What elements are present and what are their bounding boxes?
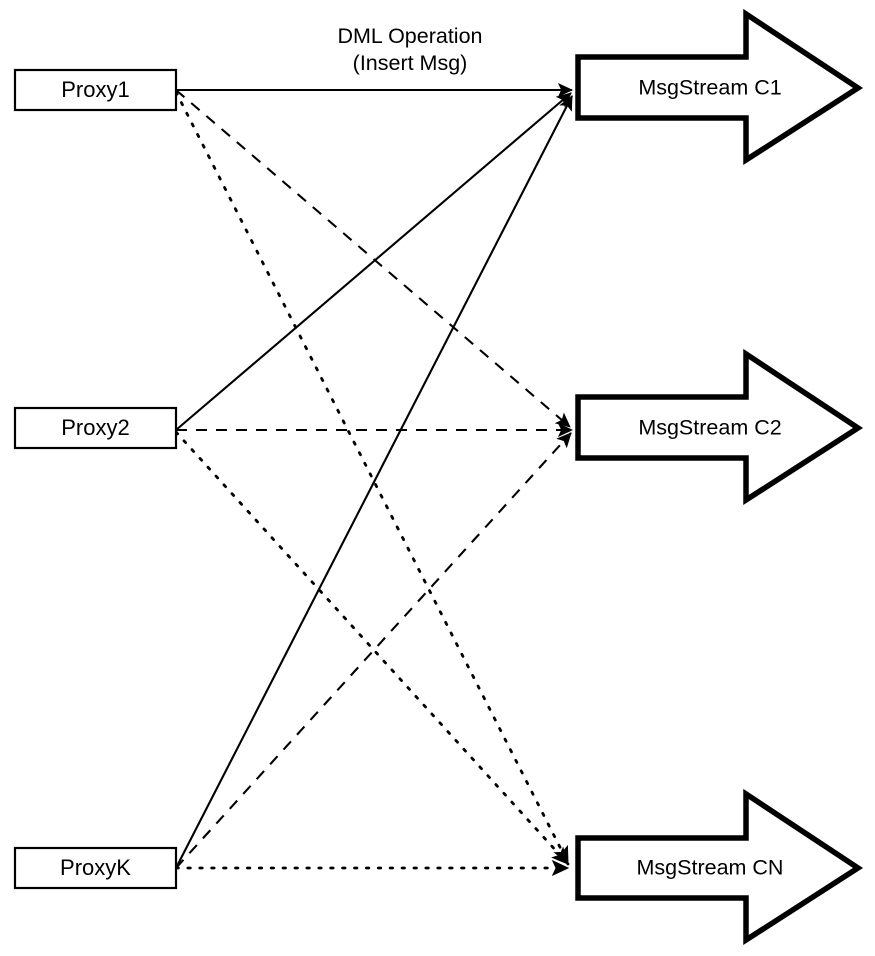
edge-layer xyxy=(174,82,574,877)
proxy1-label: Proxy1 xyxy=(61,77,129,102)
stream-c2-arrow-shape[interactable] xyxy=(575,348,864,506)
proxy2-box[interactable] xyxy=(13,406,178,450)
edge-proxy2-to-stream-c1[interactable] xyxy=(175,92,572,431)
stream-c1-arrow-shape[interactable] xyxy=(575,8,864,166)
proxy1-box[interactable] xyxy=(13,68,178,112)
stream-node-c1[interactable]: MsgStream C1 xyxy=(575,8,864,166)
stream-cn-label: MsgStream CN xyxy=(637,856,784,880)
stream-c2-label: MsgStream C2 xyxy=(638,416,781,440)
stream-c1-label: MsgStream C1 xyxy=(638,76,781,100)
proxyk-label: ProxyK xyxy=(60,855,131,880)
dml-operation-label-line2: (Insert Msg) xyxy=(353,51,468,75)
stream-node-c2[interactable]: MsgStream C2 xyxy=(575,348,864,506)
edge-proxyk-to-stream-c1[interactable] xyxy=(175,95,573,869)
edge-proxyk-to-stream-c2[interactable] xyxy=(175,432,572,869)
proxy-node-proxy1[interactable]: Proxy1 xyxy=(13,68,178,112)
proxy-node-proxy2[interactable]: Proxy2 xyxy=(13,406,178,450)
edge-proxy2-to-stream-cn[interactable] xyxy=(174,430,570,866)
edge-proxy1-to-stream-cn[interactable] xyxy=(174,90,570,865)
stream-cn-arrow-shape[interactable] xyxy=(575,788,864,946)
stream-node-cn[interactable]: MsgStream CN xyxy=(575,788,864,946)
proxy2-label: Proxy2 xyxy=(61,415,129,440)
proxy-node-proxyk[interactable]: ProxyK xyxy=(13,846,178,890)
dml-operation-label: DML Operation (Insert Msg) xyxy=(338,24,483,75)
dml-operation-label-line1: DML Operation xyxy=(338,24,483,48)
edge-proxy1-to-stream-c2[interactable] xyxy=(175,89,571,428)
proxyk-box[interactable] xyxy=(13,846,178,890)
